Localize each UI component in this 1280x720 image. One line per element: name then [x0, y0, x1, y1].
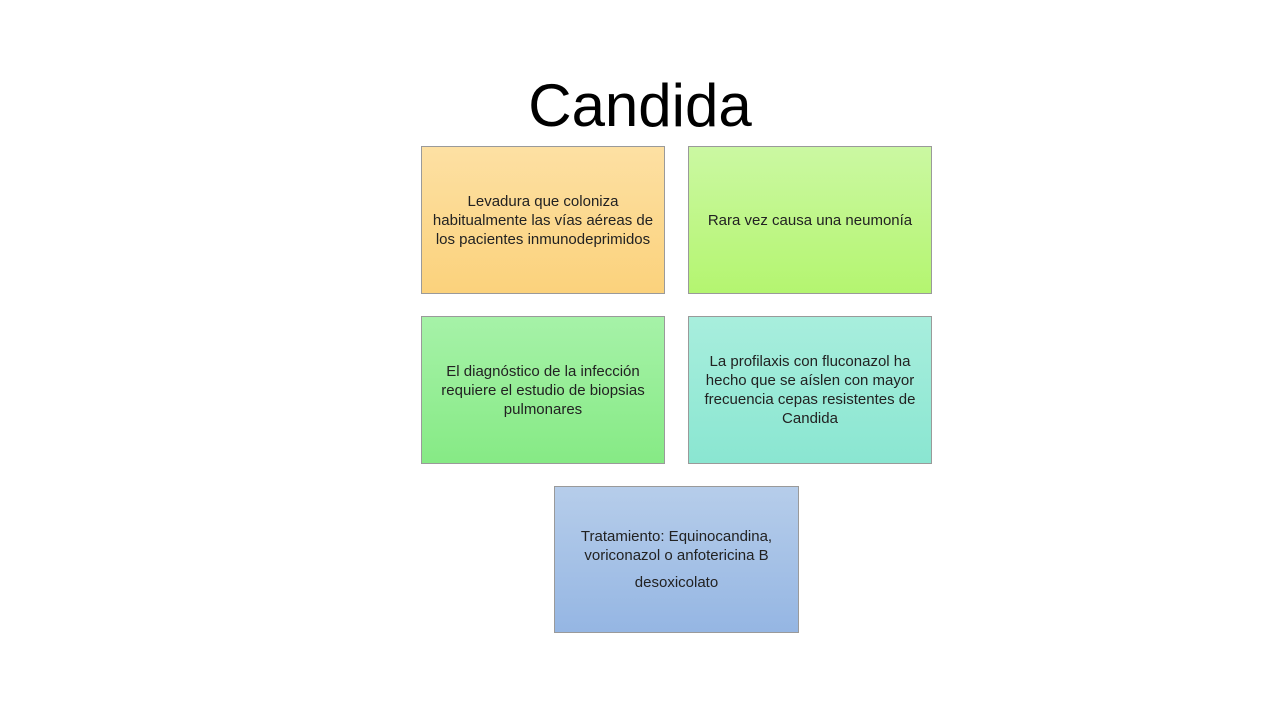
info-box-text: El diagnóstico de la infección requiere …	[441, 362, 645, 418]
info-box-text: La profilaxis con fluconazol ha hecho qu…	[704, 353, 916, 427]
info-box-colonization: Levadura que coloniza habitualmente las …	[421, 146, 665, 294]
info-box-text: Tratamiento: Equinocandina, voriconazol …	[580, 528, 773, 564]
info-box-treatment: Tratamiento: Equinocandina, voriconazol …	[554, 486, 799, 633]
info-box-text: Rara vez causa una neumonía	[707, 211, 913, 229]
info-box-diagnosis: El diagnóstico de la infección requiere …	[421, 316, 665, 464]
info-box-prophylaxis: La profilaxis con fluconazol ha hecho qu…	[688, 316, 932, 464]
slide-title: Candida	[528, 72, 752, 139]
info-box-text: Levadura que coloniza habitualmente las …	[432, 192, 654, 248]
info-box-text-continued: desoxicolato	[634, 574, 719, 591]
info-box-pneumonia: Rara vez causa una neumonía	[688, 146, 932, 294]
